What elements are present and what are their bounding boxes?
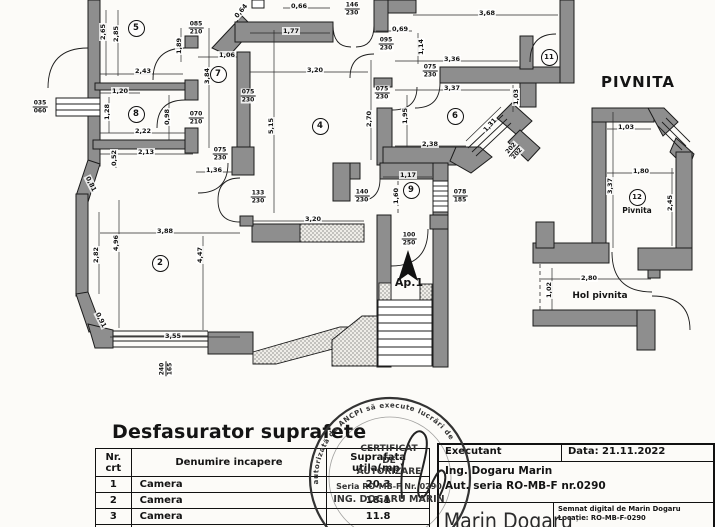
room-number: 8: [127, 105, 145, 123]
stamp-seria: Seria RO-MB-F Nr. 0290: [336, 481, 442, 491]
surface-table-cell: 1: [95, 476, 132, 493]
dim-label: 3,20: [305, 66, 325, 74]
dim-label: 0,52: [110, 148, 118, 168]
room-number: 5: [127, 19, 145, 37]
pivnita-title: PIVNITA: [601, 73, 675, 91]
dim-label: 1,28: [103, 102, 111, 122]
dim-label: 2,45: [666, 193, 674, 213]
north-arrow-icon: [398, 250, 418, 281]
executant-header-row: Executant Data: 21.11.2022: [439, 445, 713, 462]
surface-table-cell: Camera: [130, 492, 328, 509]
dim-label: 1,80: [631, 167, 651, 175]
hol-pivnita-label: Hol pivnita: [572, 291, 628, 301]
dim-label: 1,95: [401, 106, 409, 126]
dim-label: 1,17: [398, 171, 418, 179]
dim-label: 4,47: [196, 245, 204, 265]
dim-label: 2,82: [92, 245, 100, 265]
apartment-label: Ap.1: [394, 276, 424, 289]
dim-label: 1,89: [175, 36, 183, 56]
dim-label: 1,60: [392, 186, 400, 206]
surface-table-cell: Camera: [130, 508, 328, 525]
executant-name: Ing. Dogaru Marin: [445, 465, 553, 477]
surface-table-cell: Camera: [130, 476, 328, 493]
executant-box: Executant Data: 21.11.2022 Ing. Dogaru M…: [437, 443, 715, 527]
dim-label: 2,38: [420, 140, 440, 148]
stamp-inner-text: CERTIFICAT DE AUTORIZARE Seria RO-MB-F N…: [318, 444, 460, 505]
dim-label: 2,70: [365, 109, 373, 129]
staircase: [377, 299, 433, 367]
dim-label: 1,36: [204, 166, 224, 174]
windows: [55, 0, 691, 348]
surface-table-cell: 2: [95, 492, 132, 509]
dim-label: 2,85: [112, 24, 120, 44]
executant-details: Ing. Dogaru Marin Aut. seria RO-MB-F nr.…: [439, 462, 713, 503]
dim-label: 3,55: [163, 332, 183, 340]
digital-signature-name: Marin Dogaru: [443, 508, 573, 527]
room-number: 11: [540, 48, 558, 66]
dim-label: 5,15: [267, 116, 275, 136]
date-value: Data: 21.11.2022: [561, 445, 713, 461]
dim-label: 4,96: [112, 233, 120, 253]
room-number: 12: [628, 188, 646, 206]
dim-label: 1,02: [545, 280, 553, 300]
surface-table-cell: 3: [95, 508, 132, 525]
dim-label: 1,03: [616, 123, 636, 131]
dim-label: 1,20: [110, 87, 130, 95]
dim-label: 3,68: [477, 9, 497, 17]
stamp-line-autorizare: AUTORIZARE: [356, 467, 422, 477]
col-header-nr: Nr. crt: [95, 448, 132, 477]
dim-label: 3,37: [606, 176, 614, 196]
stamp-line-de: DE: [382, 455, 396, 466]
room-number: 9: [402, 181, 420, 199]
room12-sublabel: Pivnita: [622, 206, 652, 215]
dim-label: 2,65: [99, 22, 107, 42]
dim-label: 2,13: [136, 148, 156, 156]
dim-label: 0,69: [390, 25, 410, 33]
executant-authorization: Aut. seria RO-MB-F nr.0290: [445, 480, 606, 492]
dim-label: 1,14: [417, 37, 425, 57]
stamp-line-certificat: CERTIFICAT: [360, 444, 418, 454]
dim-label: 0,66: [289, 2, 309, 10]
room-number: 7: [209, 65, 227, 83]
surface-table-title: Desfasurator suprafete: [112, 421, 367, 443]
dim-label: 0,98: [163, 107, 171, 127]
col-header-denumire: Denumire incapere: [130, 448, 328, 477]
dim-label: 3,36: [442, 55, 462, 63]
signature-row: Marin Dogaru Semnat digital de Marin Dog…: [439, 503, 713, 527]
dim-label: 1,06: [217, 51, 237, 59]
stamp-engineer-name: ING. DOGARU MARIN: [333, 493, 445, 505]
dim-label: 1,77: [281, 27, 301, 35]
room-number: 4: [311, 117, 329, 135]
dim-label: 2,80: [579, 274, 599, 282]
surface-table-cell: 11.8: [326, 508, 430, 525]
dim-label: 3,37: [442, 84, 462, 92]
digital-signature-line: Semnat digital de Marin Dogaru: [558, 505, 681, 513]
dim-label: 3,20: [303, 215, 323, 223]
hatched-areas: [252, 223, 433, 367]
dim-label: 2,22: [133, 127, 153, 135]
executant-label: Executant: [445, 446, 502, 457]
dim-label: 1,03: [512, 87, 520, 107]
room-number: 2: [151, 254, 169, 272]
room-number: 6: [446, 107, 464, 125]
dim-label: 2,43: [133, 67, 153, 75]
digital-signature-line: Locație: RO-MB-F-0290: [558, 513, 646, 522]
dim-label: 3,88: [155, 227, 175, 235]
